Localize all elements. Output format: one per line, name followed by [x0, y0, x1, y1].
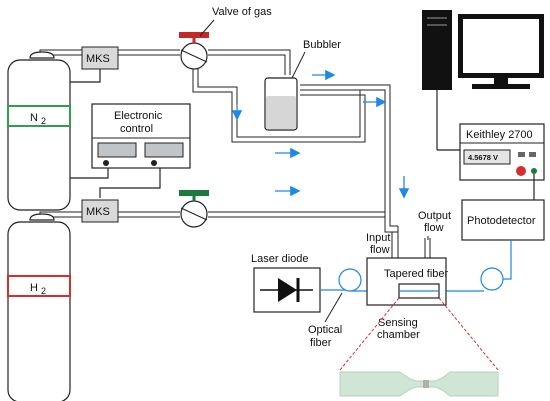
- output-flow-line1: Output: [418, 210, 451, 222]
- valve-top: [179, 32, 209, 70]
- valve-of-gas-label: Valve of gas: [212, 6, 272, 18]
- valve-bottom: [179, 190, 209, 228]
- electronic-control: Electronic control: [91, 103, 191, 169]
- sensing-chamber-line1: Sensing: [378, 317, 418, 329]
- laser-diode: Laser diode: [251, 253, 321, 313]
- tapered-fiber-zoom: [339, 297, 499, 397]
- input-flow-line2: flow: [370, 244, 390, 256]
- output-flow-line2: flow: [424, 222, 444, 234]
- sensing-chamber-line2: chamber: [377, 329, 420, 341]
- h2-label: H: [30, 282, 38, 294]
- keithley-2700: Keithley 2700 4.5678 V: [436, 120, 545, 200]
- valve-pointer: [199, 19, 215, 37]
- h2-subscript: 2: [41, 286, 46, 296]
- mks-top-label: MKS: [86, 53, 110, 65]
- keithley-label: Keithley 2700: [466, 129, 533, 141]
- optical-fiber-pointer: [324, 292, 343, 323]
- mks-top: MKS: [81, 46, 119, 70]
- valve-handle-green: [179, 190, 209, 196]
- display-left: [97, 142, 137, 158]
- photodetector-label: Photodetector: [467, 215, 536, 227]
- sensing-chamber: Tapered fiber Input flow Output flow Sen…: [366, 210, 451, 341]
- mks-bottom-label: MKS: [86, 206, 110, 218]
- optical-fiber-line1: Optical: [308, 324, 342, 336]
- h2-band: [7, 275, 71, 297]
- input-flow-line1: Input: [366, 232, 390, 244]
- mks-bottom: MKS: [81, 199, 119, 223]
- diode-icon: [260, 278, 313, 302]
- fiber-coil-icon: [338, 268, 362, 292]
- fiber-coil-icon: [480, 267, 504, 291]
- n2-subscript: 2: [41, 116, 46, 126]
- keithley-readout: 4.5678 V: [468, 153, 498, 162]
- bubbler: Bubbler: [264, 39, 341, 131]
- bubbler-label: Bubbler: [303, 39, 341, 51]
- optical-fiber-line2: fiber: [310, 337, 332, 349]
- computer-icon: [422, 10, 544, 120]
- laser-diode-label: Laser diode: [251, 253, 309, 265]
- display-right: [144, 142, 184, 158]
- n2-cylinder: N 2: [7, 51, 71, 211]
- electronic-control-line2: control: [120, 123, 153, 135]
- flow-arrows: [231, 69, 410, 199]
- electronic-control-line1: Electronic: [114, 110, 163, 122]
- photodetector: Photodetector: [461, 199, 545, 241]
- monitor-icon: [458, 14, 544, 89]
- n2-band: [7, 105, 71, 127]
- tapered-fiber-label: Tapered fiber: [384, 268, 449, 280]
- valve-handle-red: [179, 32, 209, 38]
- h2-cylinder: H 2: [7, 213, 71, 401]
- n2-label: N: [30, 112, 38, 124]
